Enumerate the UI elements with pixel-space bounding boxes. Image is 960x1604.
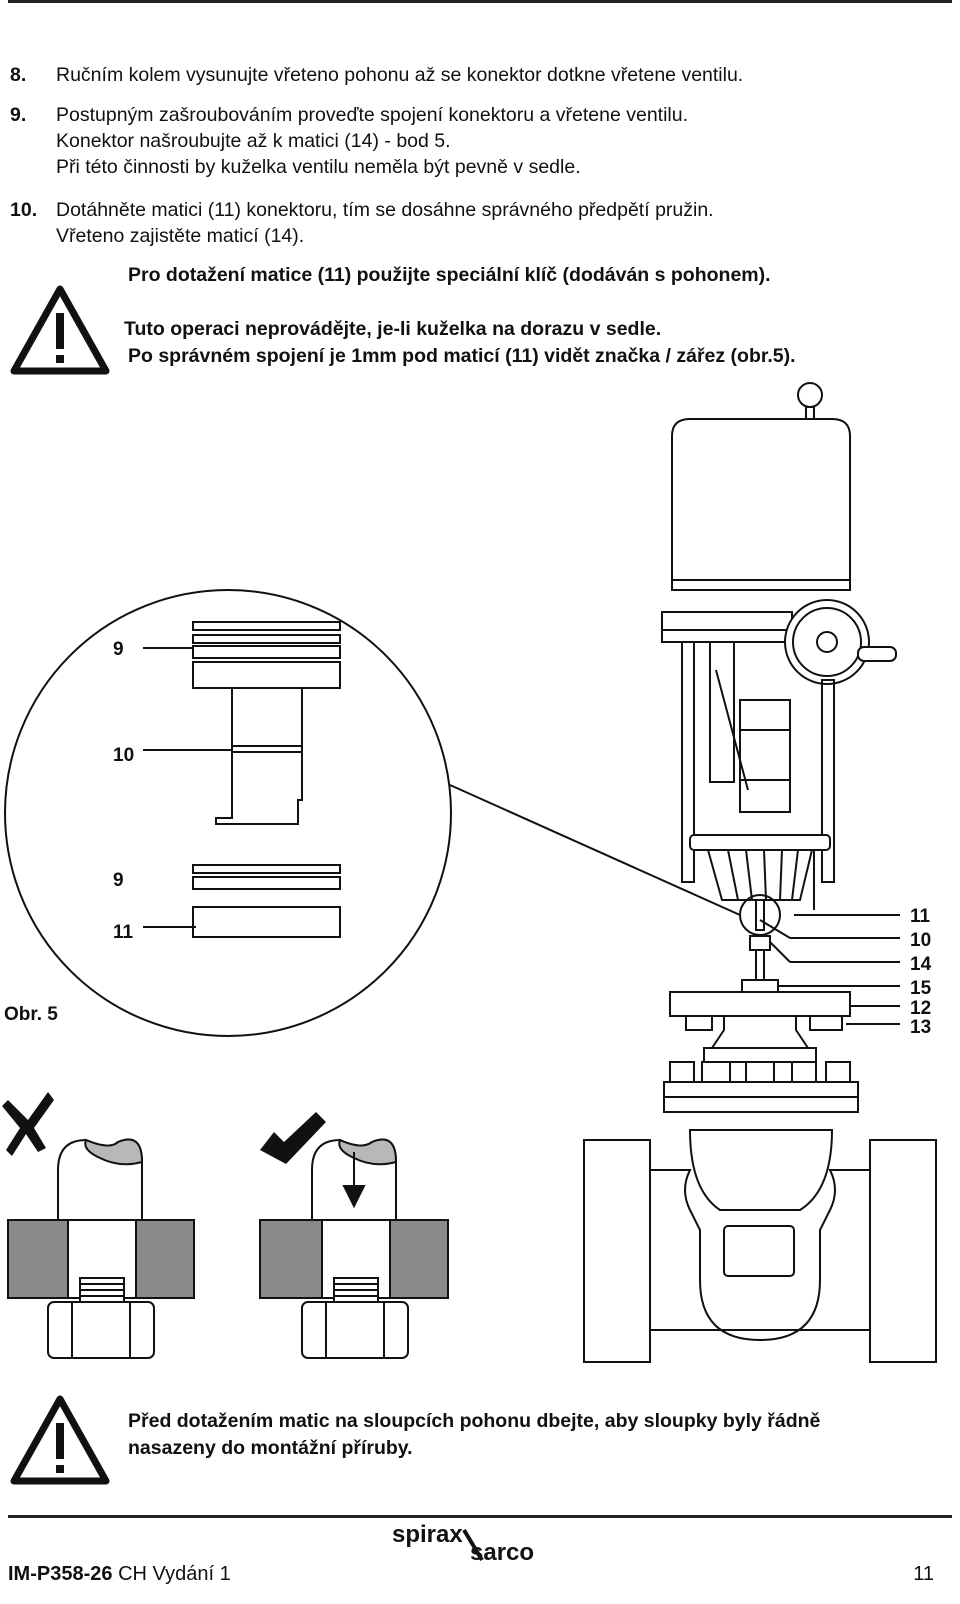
yoke-flange [669,991,851,1017]
step-text: Vřeteno zajistěte maticí (14). [56,225,305,247]
step-number: 8. [10,64,27,86]
callout-number: 15 [910,978,932,999]
logo-top: spirax [392,1521,463,1548]
step-10: 10. Dotáhněte matici (11) konektoru, tím … [10,197,714,249]
spirax-sarco-logo: spirax sarco [392,1521,562,1565]
valve-body [688,1129,834,1211]
step-text: Při této činnosti by kuželka ventilu nem… [56,156,581,178]
step-text: Konektor našroubujte až k matici (14) - … [56,130,451,152]
detail-callout: 10 [113,745,134,766]
callout-number: 14 [910,954,932,975]
step-8: 8. Ručním kolem vysunujte vřeteno pohonu … [10,62,743,88]
detail-callout: 9 [113,870,124,891]
warning-2-line-2: nasazeny do montážní příruby. [128,1437,413,1459]
step-text: Dotáhněte matici (11) konektoru, tím se … [56,199,714,221]
detail-callout: 9 [113,639,124,660]
footer-doc-info: IM-P358-26 CH Vydání 1 [8,1563,231,1586]
warning-1-line-3: Po správném spojení je 1mm pod maticí (1… [128,345,796,367]
cross-icon [2,1092,54,1156]
handwheel [784,599,870,685]
warning-1-line-2: Tuto operaci neprovádějte, je-li kuželka… [124,318,662,340]
incorrect-example [2,1092,195,1359]
warning-2-line-1: Před dotažením matic na sloupcích pohonu… [128,1410,821,1432]
footer-rule [8,1515,952,1518]
detail-magnifier [4,589,452,1037]
warning-triangle-icon [10,1395,110,1485]
actuator-housing [671,418,851,591]
step-number: 10. [10,199,38,221]
actuator-knob [797,382,823,408]
top-rule [8,0,952,3]
step-text: Postupným zašroubováním proveďte spojení… [56,104,689,126]
step-number: 9. [10,104,27,126]
checkmark-icon [260,1112,326,1164]
page-number: 11 [913,1563,934,1585]
step-text: Ručním kolem vysunujte vřeteno pohonu až… [56,64,744,86]
doc-code: IM-P358-26 [8,1563,113,1585]
valve-actuator-figure: 9 10 9 11 11 10 14 15 12 13 Obr. 5 [2,382,937,1363]
spring-plate [689,834,831,851]
correct-example [259,1112,449,1359]
callout-number: 12 [910,998,931,1019]
callout-number: 10 [910,930,931,951]
callout-number: 11 [910,906,931,927]
edition: CH Vydání 1 [118,1563,231,1585]
callout-number: 13 [910,1017,931,1038]
warning-1-line-1: Pro dotažení matice (11) použijte speciá… [128,264,771,286]
detail-callout: 11 [113,922,134,943]
warning-triangle-icon [10,285,110,375]
step-9: 9. Postupným zašroubováním proveďte spoje… [10,102,688,180]
figure-label: Obr. 5 [4,1004,58,1025]
